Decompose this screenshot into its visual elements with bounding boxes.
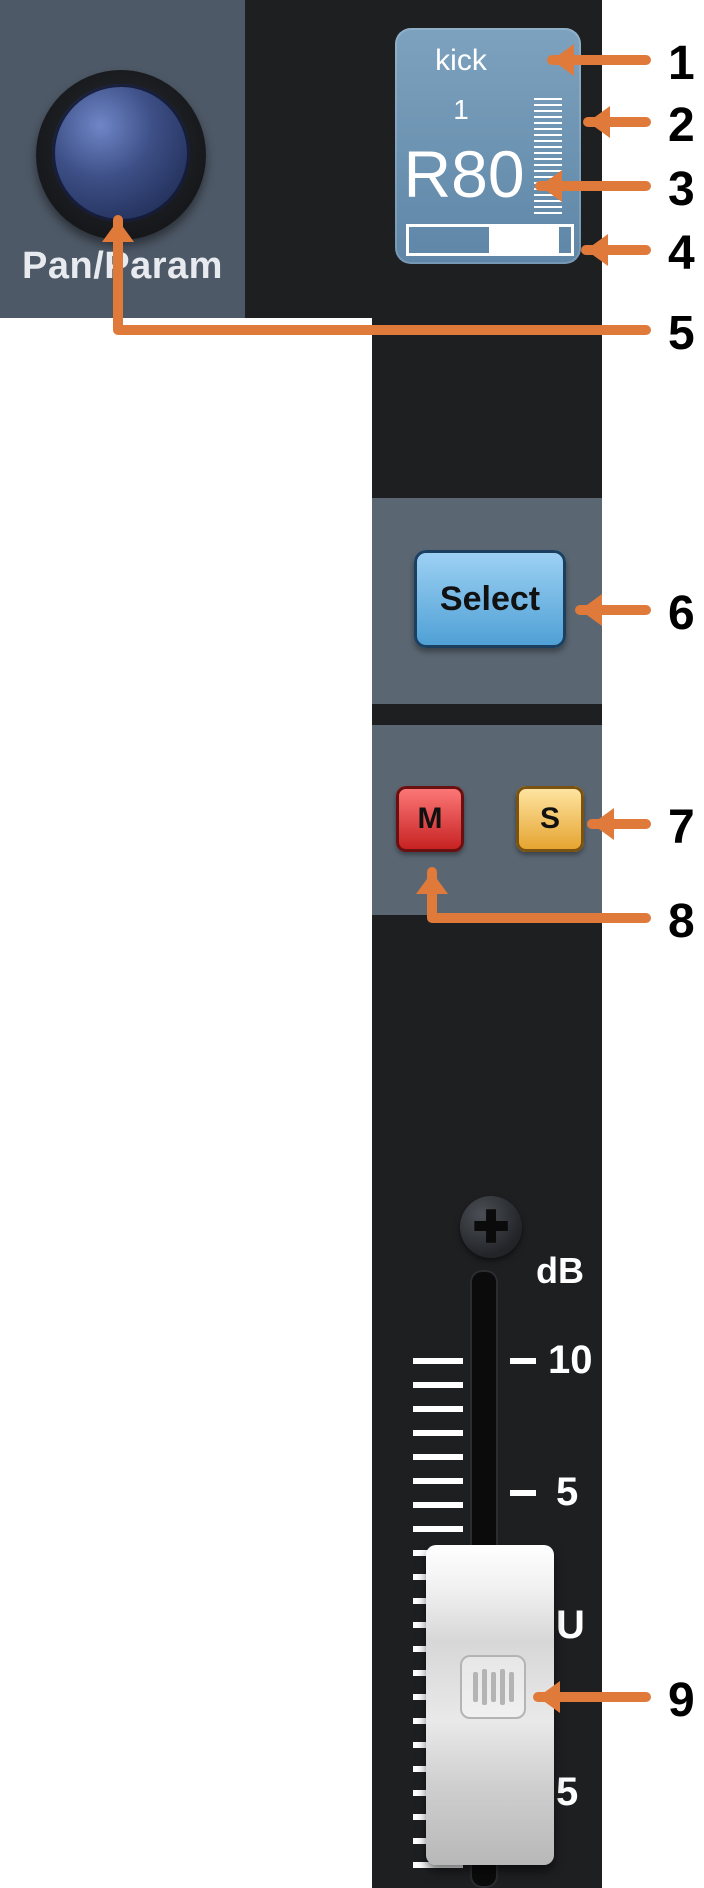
presonus-logo-icon bbox=[460, 1655, 526, 1719]
fader-scale-tick bbox=[413, 1862, 463, 1868]
fader-scale-tick bbox=[413, 1502, 463, 1508]
callout-number: 8 bbox=[668, 895, 695, 948]
fader-scale-tick bbox=[413, 1526, 463, 1532]
callout-number: 4 bbox=[668, 227, 695, 280]
callout-number: 7 bbox=[668, 801, 695, 854]
fader-scale-label: U bbox=[556, 1603, 585, 1647]
pan-knob[interactable] bbox=[52, 84, 190, 222]
fader-unit-label: dB bbox=[536, 1250, 584, 1291]
trim-screw-icon bbox=[460, 1196, 522, 1258]
fader-scale-tick bbox=[413, 1358, 463, 1364]
fader-scale-tick bbox=[413, 1406, 463, 1412]
callout-number: 2 bbox=[668, 99, 695, 152]
scribble-pan-bar bbox=[406, 224, 574, 256]
fader-scale-label: 5 bbox=[556, 1770, 579, 1814]
fader-cap[interactable] bbox=[426, 1545, 554, 1865]
pan-panel-bridge bbox=[245, 0, 372, 318]
callout-number: 5 bbox=[668, 307, 695, 360]
solo-button[interactable]: S bbox=[516, 786, 584, 852]
fader-scale-tick bbox=[413, 1478, 463, 1484]
scribble-channel-name: kick bbox=[435, 44, 487, 77]
mute-button[interactable]: M bbox=[396, 786, 464, 852]
fader-scale-tick bbox=[413, 1430, 463, 1436]
fader-scale-tick bbox=[413, 1454, 463, 1460]
fader-scale-tick bbox=[413, 1382, 463, 1388]
callout-number: 6 bbox=[668, 587, 695, 640]
select-button[interactable]: Select bbox=[414, 550, 566, 648]
fader-scale-mark bbox=[510, 1358, 536, 1364]
callout-number: 1 bbox=[668, 37, 695, 90]
fader-scale-label: 5 bbox=[556, 1470, 579, 1514]
fader-scale-label: 10 bbox=[548, 1338, 593, 1382]
callout-number: 3 bbox=[668, 163, 695, 216]
plus-screw-icon: ✚ bbox=[472, 1202, 510, 1252]
scribble-pan-bar-fill bbox=[489, 227, 559, 253]
scribble-pan-value: R80 bbox=[403, 137, 525, 211]
scribble-channel-number: 1 bbox=[453, 94, 469, 125]
fader-scale-mark bbox=[510, 1490, 536, 1496]
callout-number: 9 bbox=[668, 1674, 695, 1727]
